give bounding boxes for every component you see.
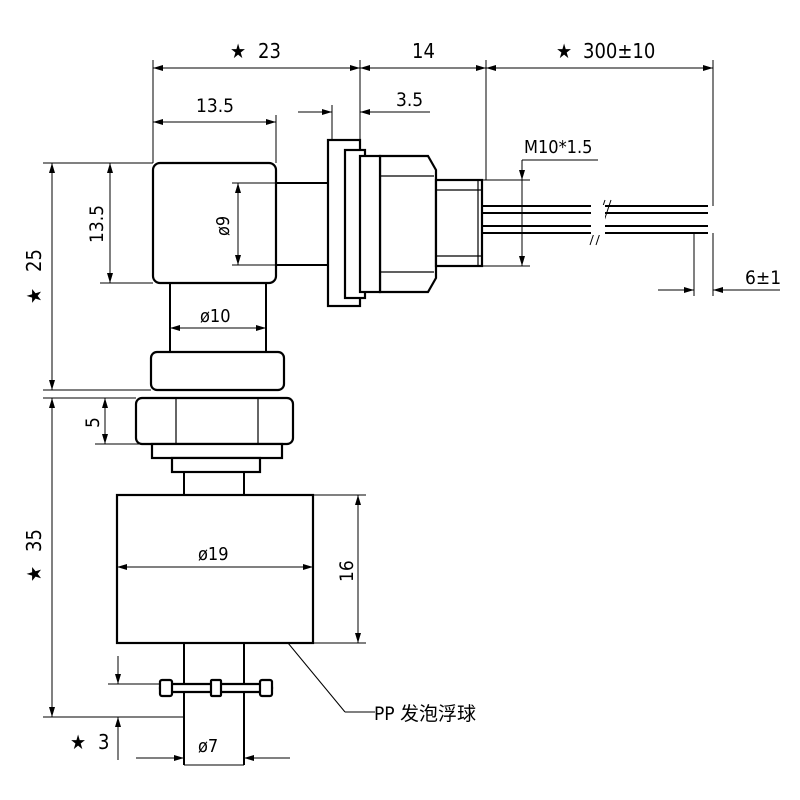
- dim-13-5-top-label: 13.5: [196, 95, 234, 117]
- collar: [149, 350, 286, 392]
- dim-35-label: 35: [22, 529, 46, 552]
- head-block: [151, 161, 278, 285]
- dim-3-5-label: 3.5: [396, 89, 423, 111]
- dim-5-label: 5: [82, 417, 104, 428]
- float-callout: PP 发泡浮球: [374, 703, 476, 725]
- dim-300-star: ★: [556, 39, 572, 63]
- dim-thread-label: M10*1.5: [524, 137, 592, 158]
- hex-nut-lower: [134, 396, 295, 446]
- dim-14-label: 14: [412, 39, 435, 63]
- dim-23-label: 23: [258, 39, 281, 63]
- dim-phi19-label: ø19: [198, 544, 229, 565]
- dim-phi10-label: ø10: [200, 306, 231, 327]
- dim-25-star: ★: [22, 288, 46, 304]
- float-body: [115, 493, 315, 645]
- dim-phi7-label: ø7: [198, 736, 218, 757]
- dim-300-label: 300±10: [583, 39, 655, 63]
- dim-23-star: ★: [230, 39, 246, 63]
- dim-25-label: 25: [22, 249, 46, 272]
- dim-phi9-label: ø9: [213, 216, 234, 236]
- dim-16-label: 16: [336, 560, 358, 582]
- dim-6-label: 6±1: [745, 267, 781, 289]
- thread-section: [434, 178, 484, 268]
- dim-3-star: ★: [70, 730, 86, 754]
- dim-3-label: 3: [98, 730, 109, 754]
- dim-13-5-side-label: 13.5: [86, 205, 108, 243]
- dim-35-star: ★: [22, 566, 46, 582]
